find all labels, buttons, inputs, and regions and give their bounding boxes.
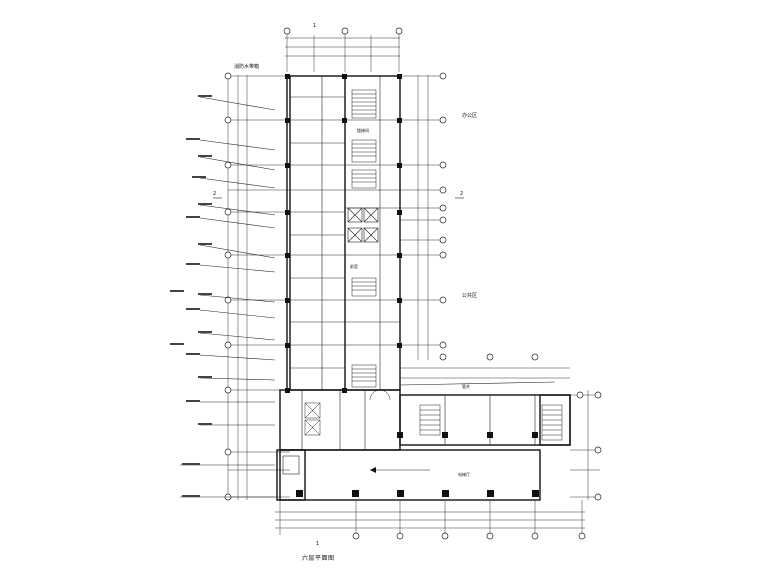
top-dimension-lines xyxy=(283,27,403,72)
label-lobby: 前室 xyxy=(350,263,358,269)
bottom-dimension-lines xyxy=(275,500,586,540)
section-mark-top: 1 xyxy=(313,23,316,29)
note-hose-box: 消防水带箱 xyxy=(234,63,259,70)
section-mark-left: 2 xyxy=(213,191,216,197)
label-shaft: 管井 xyxy=(462,383,470,389)
podium-right-axis xyxy=(399,353,602,501)
columns xyxy=(285,74,539,497)
label-stair: 楼梯间 xyxy=(357,127,369,133)
podium-walls xyxy=(276,389,571,501)
section-mark-bottom: 1 xyxy=(316,541,319,547)
right-axis-grid xyxy=(400,72,447,360)
section-mark-right: 2 xyxy=(460,191,463,197)
left-axis-grid xyxy=(170,72,290,501)
note-public-zone: 公共区 xyxy=(462,292,477,299)
label-elevator-hall: 电梯厅 xyxy=(458,471,470,477)
sheet-title: 六层平面图 xyxy=(302,555,335,562)
tower-walls xyxy=(286,75,401,391)
note-office-zone: 办公区 xyxy=(462,112,477,119)
